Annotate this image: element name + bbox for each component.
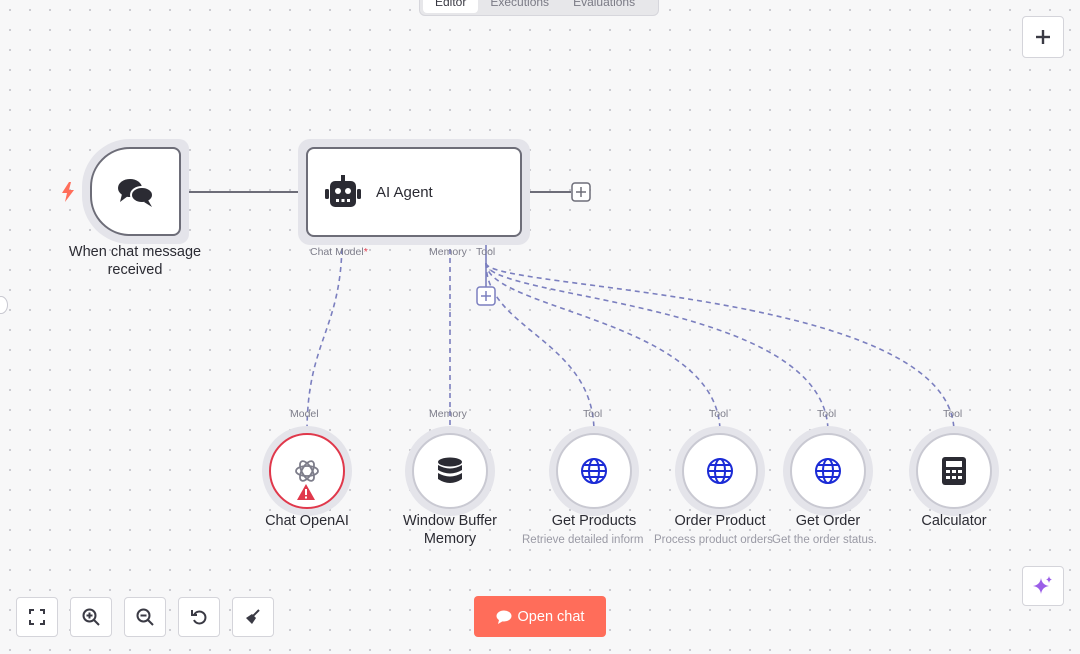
- window-buffer-memory-label: Window Buffer Memory: [402, 513, 498, 547]
- zoom-out-icon: [136, 608, 154, 626]
- calculator-icon: [942, 457, 966, 485]
- get-products-label: Get Products: [551, 513, 637, 529]
- order-product-node[interactable]: [675, 426, 765, 516]
- memory-handle-label: Memory: [429, 246, 467, 258]
- robot-icon: [325, 175, 361, 207]
- zoom-to-fit-button[interactable]: [16, 597, 58, 637]
- ai-assistant-button[interactable]: [1022, 566, 1064, 606]
- chat-openai-node[interactable]: [262, 426, 352, 516]
- ai-agent-node[interactable]: AI Agent: [298, 139, 530, 245]
- get-order-description: Get the order status.: [772, 534, 877, 546]
- chat-bubble-icon: [496, 610, 512, 624]
- model-connection: [306, 239, 343, 433]
- calculator-node[interactable]: [909, 426, 999, 516]
- tool-type-label: Tool: [583, 408, 603, 420]
- zoom-out-button[interactable]: [124, 597, 166, 637]
- tab-evaluations[interactable]: Evaluations: [573, 0, 636, 9]
- memory-type-label: Memory: [429, 408, 467, 420]
- trigger-node[interactable]: [82, 139, 189, 244]
- view-tabs: Editor Executions Evaluations: [419, 0, 659, 16]
- broom-icon: [246, 609, 260, 624]
- trigger-node-label: When chat message received: [68, 244, 202, 278]
- sparkle-icon: [1033, 576, 1052, 594]
- get-order-node[interactable]: [783, 426, 873, 516]
- open-chat-label: Open chat: [517, 608, 585, 625]
- chat-openai-label: Chat OpenAI: [265, 513, 349, 529]
- openai-icon: [295, 460, 319, 482]
- plus-icon: [1036, 30, 1050, 44]
- tool-add-icon[interactable]: [476, 286, 496, 306]
- globe-icon: [815, 458, 841, 484]
- chat-model-handle-label: Chat Model*: [310, 246, 368, 258]
- get-products-description: Retrieve detailed inform: [522, 534, 644, 546]
- window-buffer-memory-node[interactable]: [405, 426, 495, 516]
- tab-editor[interactable]: Editor: [423, 0, 479, 13]
- fullscreen-icon: [29, 609, 45, 625]
- globe-icon: [707, 458, 733, 484]
- zoom-in-icon: [82, 608, 100, 626]
- tool-type-label: Tool: [943, 408, 963, 420]
- get-products-node[interactable]: [549, 426, 639, 516]
- chat-bubbles-icon: [117, 178, 154, 207]
- tidy-up-button[interactable]: [232, 597, 274, 637]
- tool-connection-get-order: [485, 262, 829, 433]
- database-icon: [438, 457, 462, 483]
- globe-icon: [581, 458, 607, 484]
- lightning-icon: [62, 182, 74, 202]
- calculator-label: Calculator: [921, 513, 987, 529]
- model-type-label: Model: [290, 408, 319, 420]
- order-product-description: Process product orders: [654, 534, 773, 546]
- open-chat-button[interactable]: Open chat: [474, 596, 606, 637]
- tool-connection-calculator: [485, 262, 955, 433]
- add-node-button[interactable]: [1022, 16, 1064, 58]
- undo-icon: [191, 610, 207, 625]
- order-product-label: Order Product: [674, 513, 766, 529]
- agent-add-output-icon[interactable]: [571, 182, 591, 202]
- tool-connection-order-product: [485, 262, 721, 433]
- warning-icon: [297, 484, 315, 500]
- zoom-in-button[interactable]: [70, 597, 112, 637]
- reset-zoom-button[interactable]: [178, 597, 220, 637]
- tool-connection-get-products: [485, 262, 595, 433]
- tool-handle-label: Tool: [476, 246, 496, 258]
- tool-type-label: Tool: [709, 408, 729, 420]
- ai-agent-title: AI Agent: [376, 183, 433, 201]
- get-order-label: Get Order: [795, 513, 861, 529]
- tab-executions[interactable]: Executions: [490, 0, 550, 9]
- tool-type-label: Tool: [817, 408, 837, 420]
